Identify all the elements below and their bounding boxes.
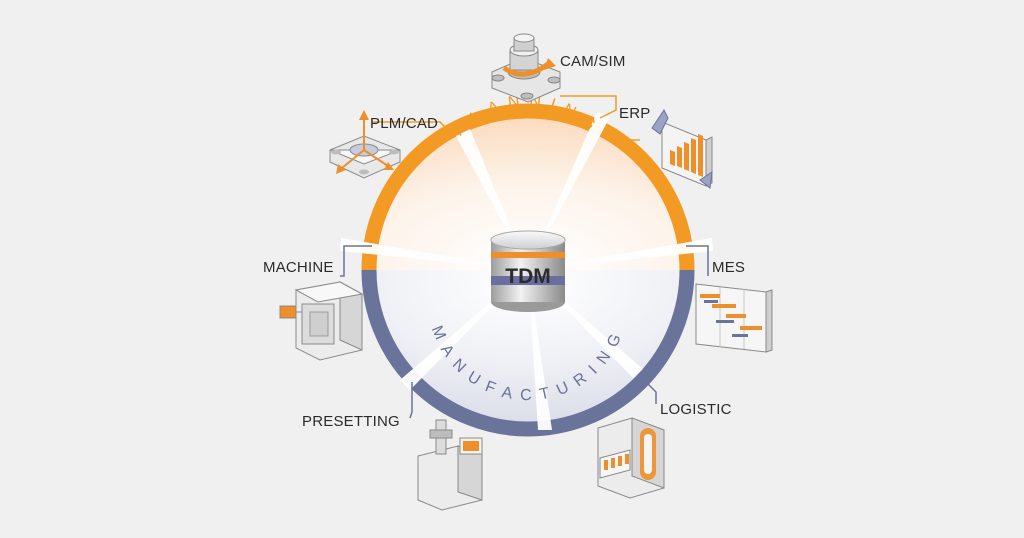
machining-center-icon [279, 281, 364, 361]
planning-half [361, 103, 695, 271]
tool-cabinet-icon [597, 417, 665, 499]
bar-chart-icon [651, 109, 713, 189]
tool-holder-icon [491, 33, 561, 103]
presetter-icon [417, 419, 483, 511]
presetting-label: PRESETTING [302, 413, 400, 430]
hub-label: TDM [505, 265, 551, 288]
gantt-board-icon [695, 283, 773, 353]
cam-sim-label: CAM/SIM [560, 53, 626, 70]
leader-lines [340, 95, 709, 419]
machine-label: MACHINE [263, 259, 334, 276]
erp-label: ERP [619, 105, 650, 122]
plm-cad-label: PLM/CAD [370, 115, 438, 132]
database-icon: TDM [490, 230, 566, 312]
manufacturing-half [361, 269, 695, 437]
logistic-label: LOGISTIC [660, 401, 732, 418]
cad-part-icon [329, 110, 401, 179]
mes-label: MES [712, 259, 745, 276]
